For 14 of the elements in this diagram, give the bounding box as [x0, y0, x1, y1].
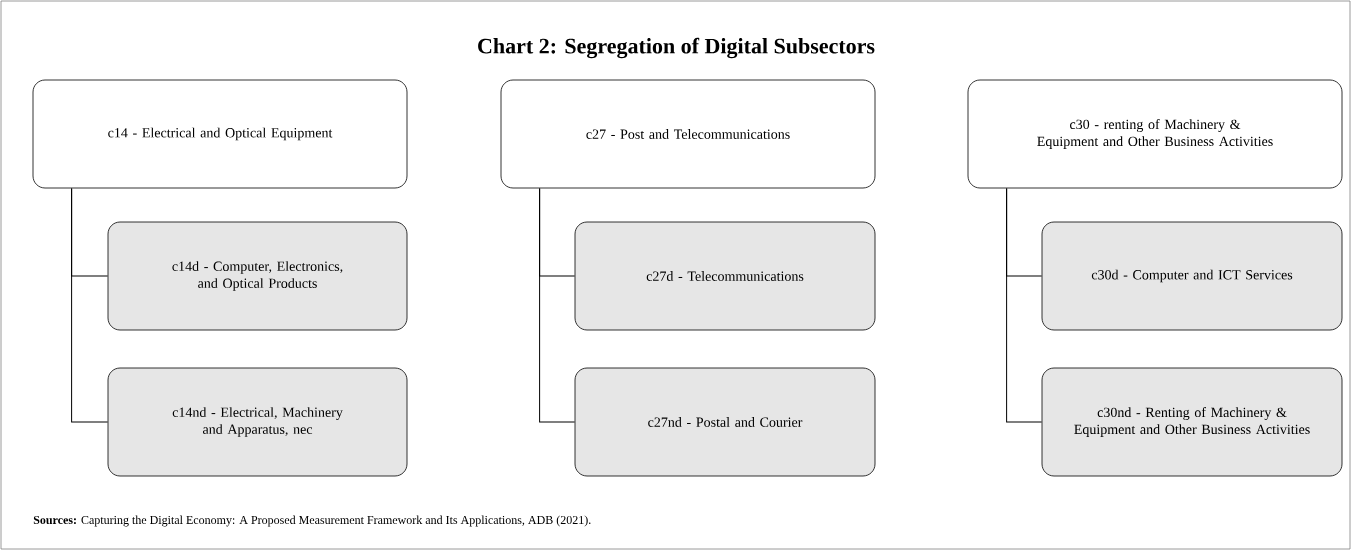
subcategory-box: c27nd - Postal and Courier [574, 367, 876, 477]
subcategory-box: c14d - Computer, Electronics, and Optical Products [107, 221, 408, 331]
title: Chart 2: Segregation of Digital Subsectors [478, 37, 875, 59]
connector [539, 187, 576, 423]
category-box: c27 - Post and Telecommunications [500, 79, 876, 189]
subcategory-box: c14nd - Electrical, Machinery and Apparatus, nec [107, 367, 408, 477]
subcategory-box: c30nd - Renting of Machinery & Equipment and Other Business Activities [1041, 367, 1343, 477]
subcategory-box: c30d - Computer and ICT Services [1041, 221, 1343, 331]
subcategory-box: c27d - Telecommunications [574, 221, 876, 331]
connector [71, 187, 109, 423]
connector [1006, 187, 1043, 423]
category-box: c30 - renting of Machinery & Equipment and Other Business Activities [967, 79, 1343, 189]
category-box: c14 - Electrical and Optical Equipment [32, 79, 408, 189]
source-note: Sources: Capturing the Digital Economy: A Proposed Measurement Framework and Its Applications, ADB (2021). [33, 515, 591, 527]
